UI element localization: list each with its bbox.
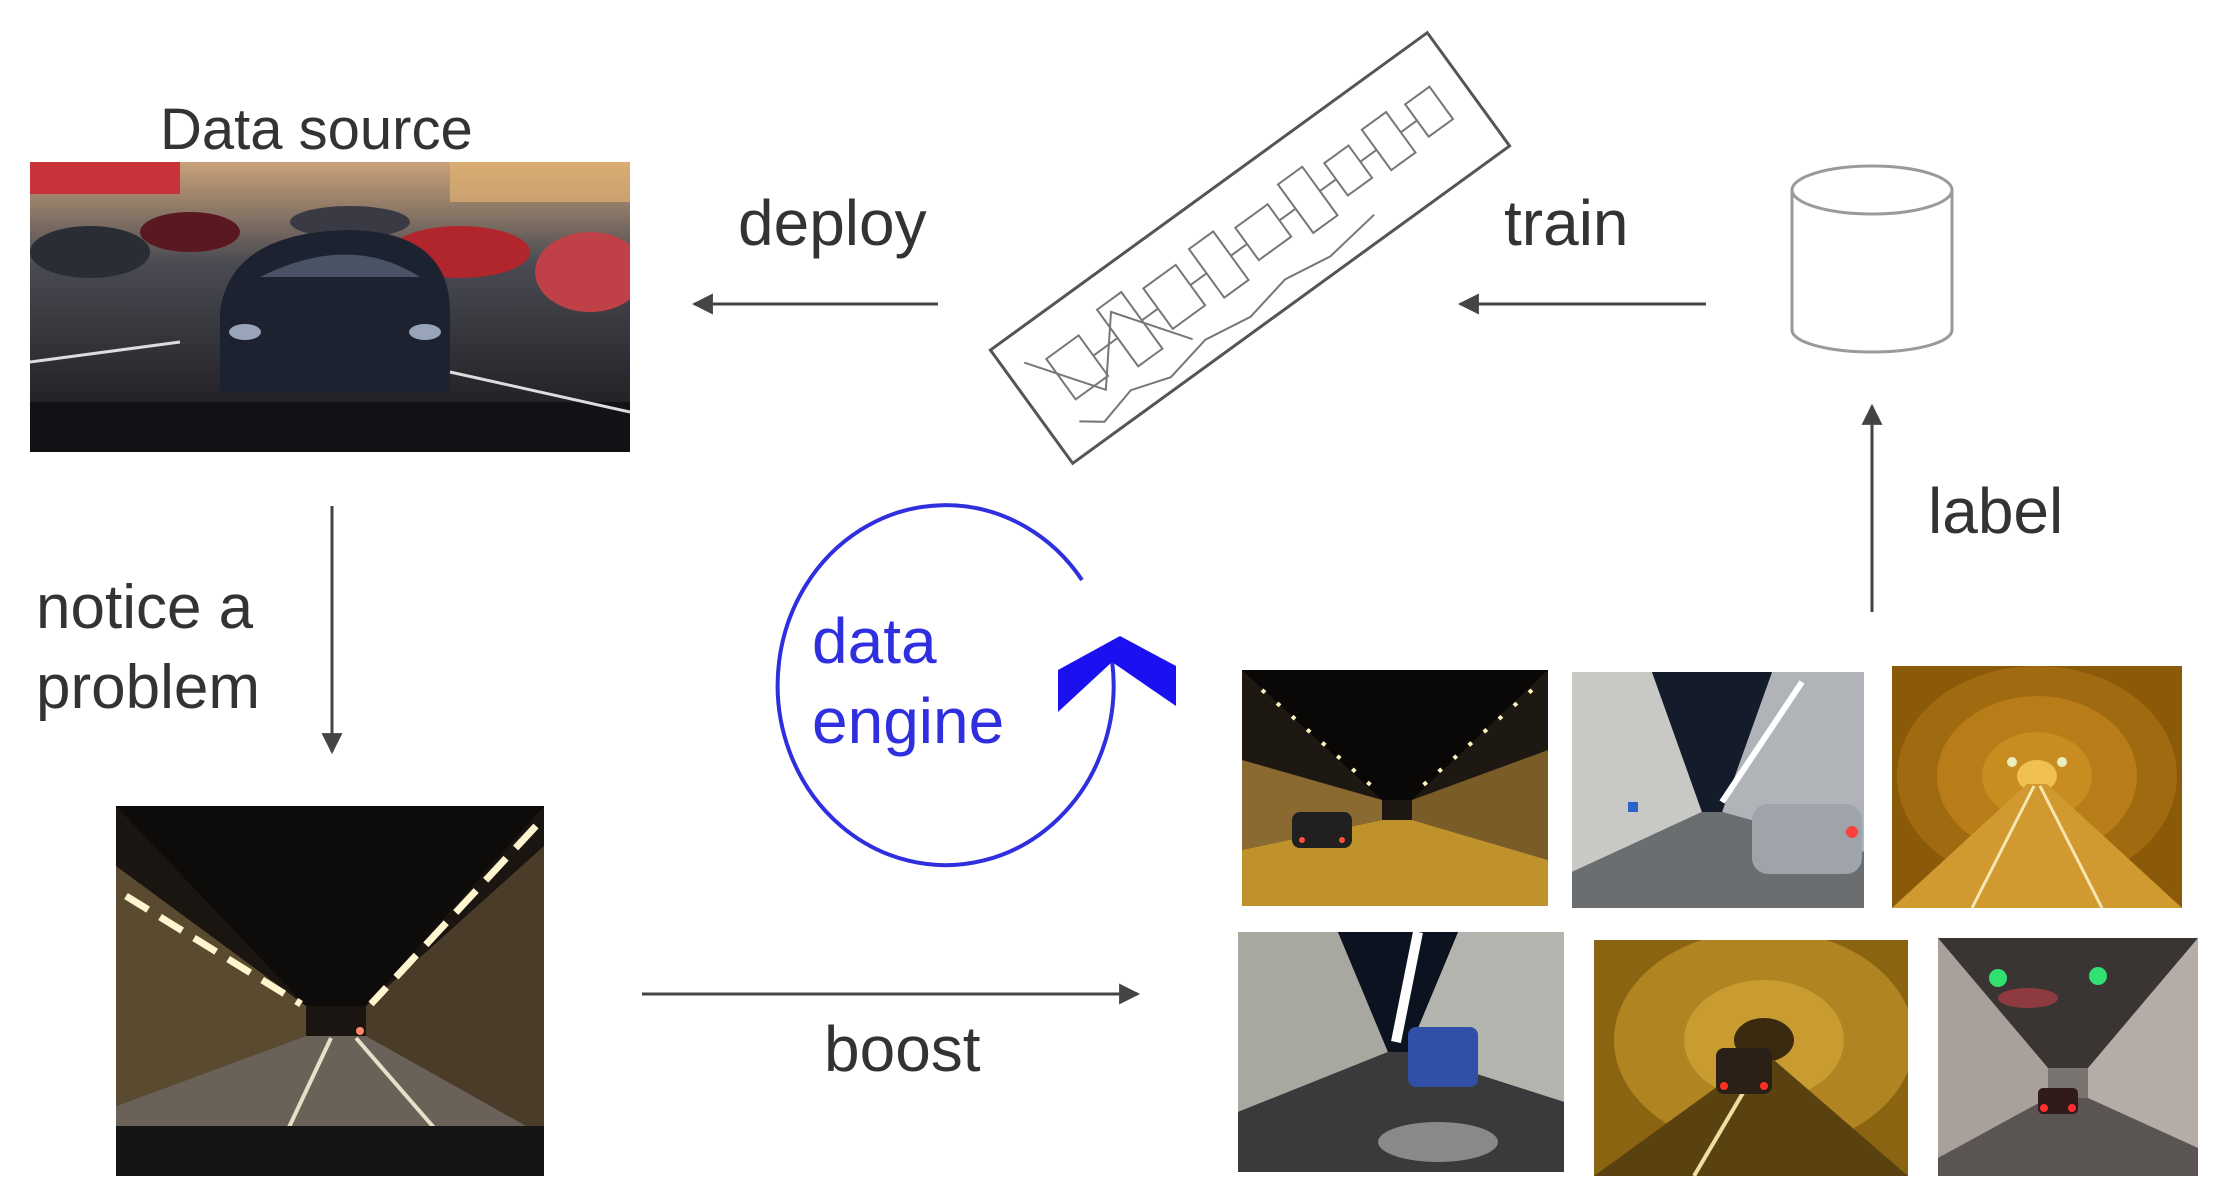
data-engine-line1: data [812, 605, 937, 677]
database-cylinder-icon [1790, 164, 1954, 354]
deploy-label: deploy [738, 187, 927, 259]
notice-problem-line1: notice a [36, 573, 254, 642]
data-source-title: Data source [160, 97, 473, 162]
data-source-photo [30, 162, 630, 452]
tunnel-photo-1 [1242, 670, 1548, 906]
tunnel-photo-3 [1892, 666, 2182, 908]
problem-tunnel-photo [116, 806, 544, 1176]
tunnel-photo-4 [1238, 932, 1564, 1172]
train-label: train [1504, 187, 1629, 259]
tunnel-photo-6 [1938, 938, 2198, 1176]
data-engine-line2: engine [812, 685, 1005, 757]
boost-label: boost [824, 1013, 981, 1085]
tunnel-photo-5 [1594, 940, 1908, 1176]
neural-network-diagram [988, 30, 1512, 466]
tunnel-photo-2 [1572, 672, 1864, 908]
cycle-arrow-icon [775, 503, 1176, 868]
notice-problem-line2: problem [36, 653, 260, 722]
label-step-label: label [1928, 475, 2064, 547]
